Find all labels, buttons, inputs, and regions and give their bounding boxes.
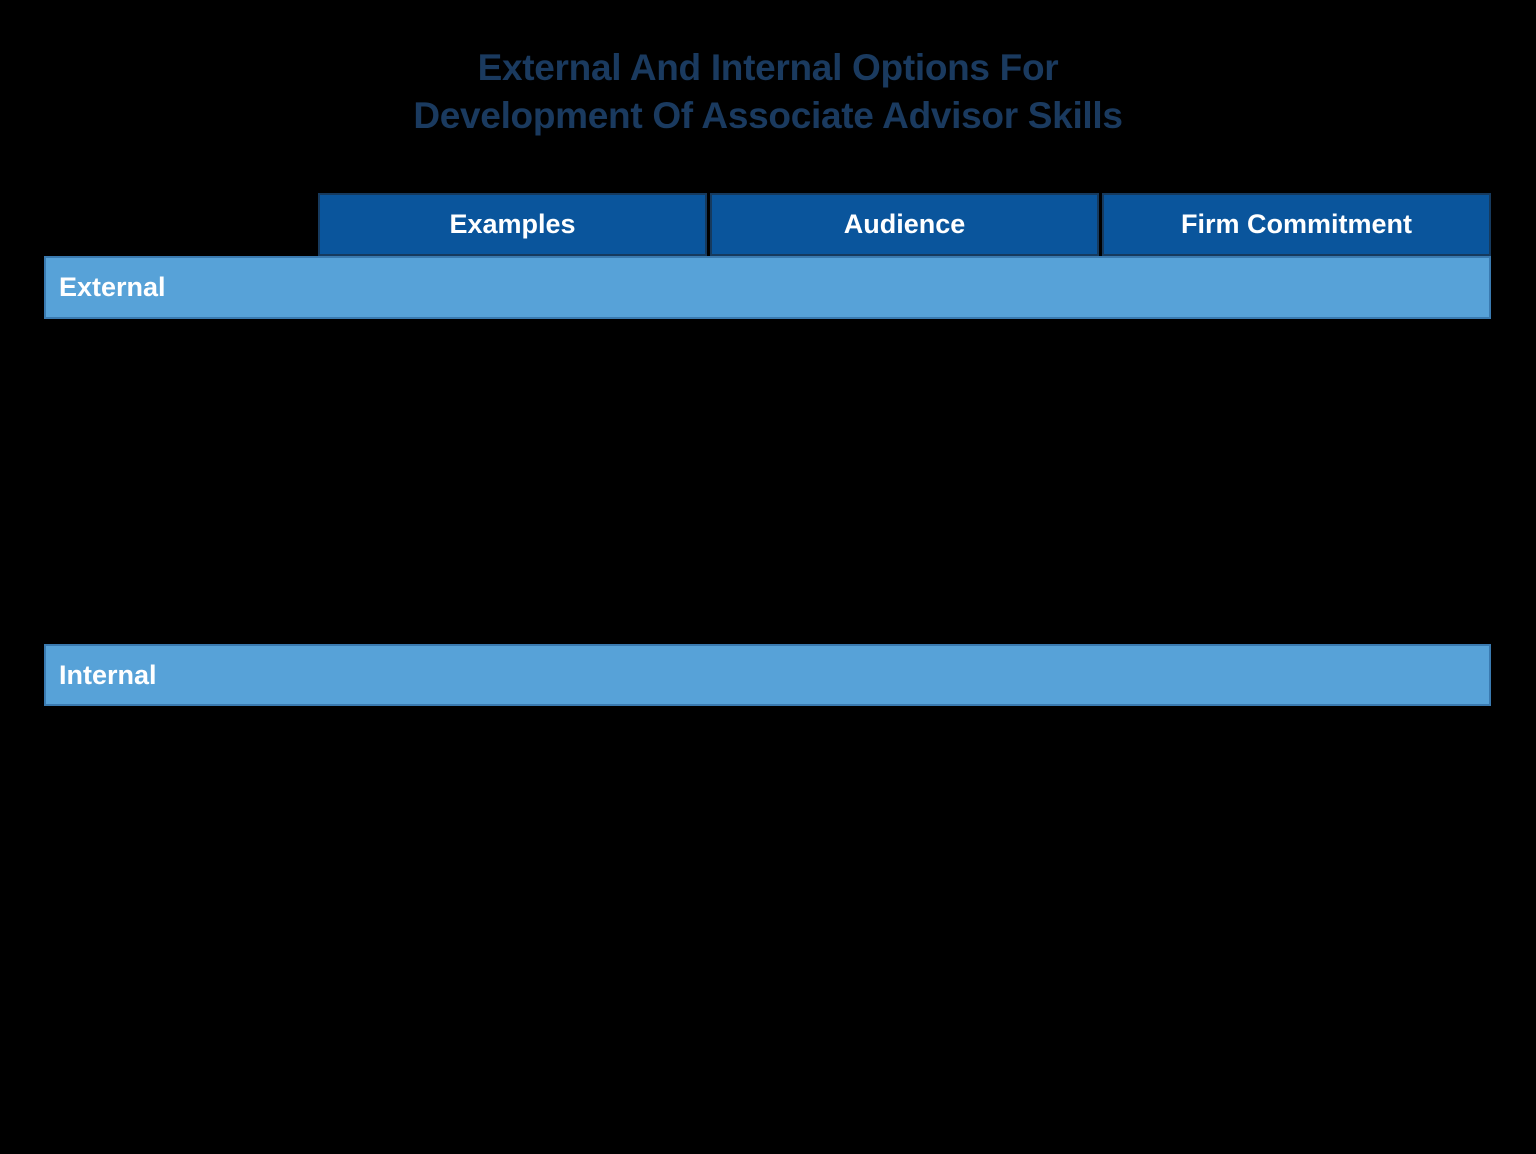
- chart-title-line-2: Development Of Associate Advisor Skills: [413, 95, 1123, 136]
- column-header-examples: Examples: [318, 193, 707, 256]
- section-label-external: External: [59, 272, 166, 302]
- section-band-external: External: [44, 256, 1491, 319]
- column-header-audience: Audience: [710, 193, 1099, 256]
- table-header-row: Examples Audience Firm Commitment: [318, 193, 1491, 256]
- chart-title: External And Internal Options For Develo…: [0, 44, 1536, 140]
- chart-title-line-1: External And Internal Options For: [477, 47, 1059, 88]
- section-label-internal: Internal: [59, 659, 157, 690]
- column-header-firm-commitment: Firm Commitment: [1102, 193, 1491, 256]
- section-band-internal: Internal: [44, 644, 1491, 706]
